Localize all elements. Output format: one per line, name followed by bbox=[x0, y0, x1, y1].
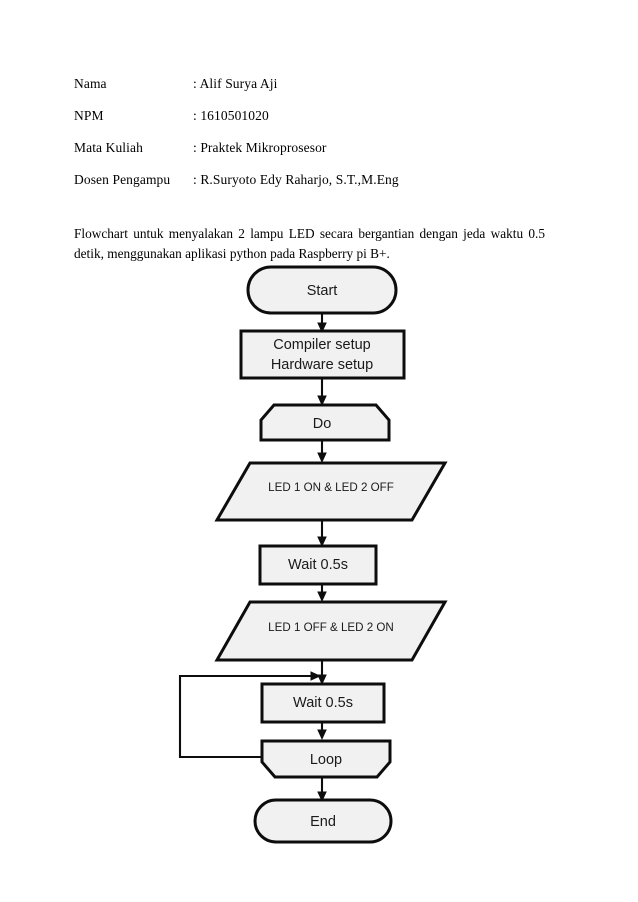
connector-loop-feedback-to-do bbox=[178, 671, 321, 759]
connector-wait-2-to-loop bbox=[317, 721, 327, 740]
intro-paragraph: Flowchart untuk menyalakan 2 lampu LED s… bbox=[74, 226, 545, 261]
connector-led-state-1-to-wait-1 bbox=[317, 520, 327, 547]
metadata-row-dosen-pengampu: Dosen Pengampu : R.Suryoto Edy Raharjo, … bbox=[74, 164, 554, 196]
flowchart-node-start-label: Start bbox=[307, 283, 338, 299]
flowchart-node-wait-1: Wait 0.5s bbox=[258, 544, 378, 586]
flowchart-node-loop: Loop bbox=[260, 739, 392, 779]
flowchart-node-wait-2-label: Wait 0.5s bbox=[293, 695, 353, 711]
flowchart-node-end: End bbox=[253, 798, 393, 844]
connector-loop-to-end bbox=[317, 777, 327, 802]
connector-do-to-led-state-1 bbox=[317, 440, 327, 463]
metadata-label-npm: NPM bbox=[74, 108, 104, 123]
metadata-value-mata-kuliah: : Praktek Mikroprosesor bbox=[193, 140, 327, 155]
metadata-value-dosen-pengampu: : R.Suryoto Edy Raharjo, S.T.,M.Eng bbox=[193, 172, 399, 187]
flowchart-node-led-state-2: LED 1 OFF & LED 2 ON bbox=[214, 600, 448, 662]
connector-led-state-2-to-wait-2 bbox=[317, 660, 327, 685]
metadata-label-nama: Nama bbox=[74, 76, 107, 91]
flowchart-node-wait-2: Wait 0.5s bbox=[260, 682, 386, 724]
metadata-row-npm: NPM : 1610501020 bbox=[74, 100, 554, 132]
flowchart-node-led-state-1-label: LED 1 ON & LED 2 OFF bbox=[268, 481, 394, 494]
flowchart-node-do-label: Do bbox=[313, 416, 332, 432]
connector-setup-to-do bbox=[317, 377, 327, 406]
metadata-label-mata-kuliah: Mata Kuliah bbox=[74, 140, 143, 155]
flowchart-node-do: Do bbox=[259, 403, 391, 442]
flowchart-node-led-state-1: LED 1 ON & LED 2 OFF bbox=[214, 461, 448, 522]
metadata-value-npm: : 1610501020 bbox=[193, 108, 269, 123]
flowchart-node-led-state-2-label: LED 1 OFF & LED 2 ON bbox=[268, 621, 394, 634]
flowchart-diagram: Start Compiler setup Hardware setup Do L… bbox=[0, 252, 638, 862]
flowchart-node-setup-label-line2: Hardware setup bbox=[271, 357, 373, 373]
flowchart-node-wait-1-label: Wait 0.5s bbox=[288, 557, 348, 573]
metadata-block: Nama : Alif Surya Aji NPM : 1610501020 M… bbox=[74, 68, 554, 196]
metadata-value-nama: : Alif Surya Aji bbox=[193, 76, 278, 91]
flowchart-node-setup: Compiler setup Hardware setup bbox=[239, 329, 406, 380]
metadata-row-mata-kuliah: Mata Kuliah : Praktek Mikroprosesor bbox=[74, 132, 554, 164]
flowchart-node-loop-label: Loop bbox=[310, 752, 342, 768]
flowchart-node-end-label: End bbox=[310, 814, 336, 830]
connector-wait-1-to-led-state-2 bbox=[317, 583, 327, 602]
flowchart-node-start: Start bbox=[246, 265, 398, 315]
metadata-row-nama: Nama : Alif Surya Aji bbox=[74, 68, 554, 100]
flowchart-node-setup-label-line1: Compiler setup bbox=[273, 337, 371, 353]
metadata-label-dosen-pengampu: Dosen Pengampu bbox=[74, 172, 171, 187]
